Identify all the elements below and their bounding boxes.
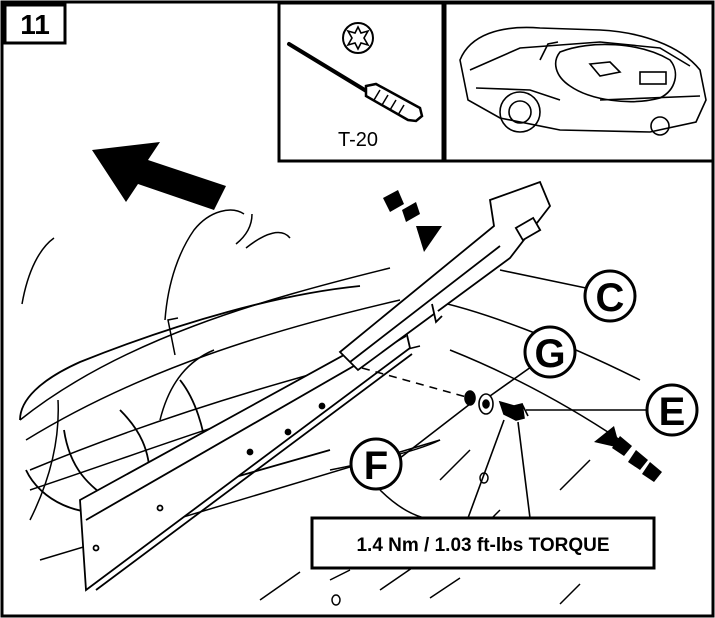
direction-arrow-icon <box>92 142 226 210</box>
svg-text:C: C <box>596 276 625 320</box>
callout-g: G <box>523 325 577 379</box>
svg-text:G: G <box>534 332 565 376</box>
dashed-arrow-icon-2 <box>594 426 662 482</box>
svg-text:F: F <box>364 444 388 488</box>
callout-leaders <box>399 269 648 519</box>
svg-text:E: E <box>659 390 686 434</box>
torque-label: 1.4 Nm / 1.03 ft-lbs TORQUE <box>356 535 609 556</box>
callout-e: E <box>645 383 699 437</box>
callout-f: F <box>349 437 403 491</box>
screw-e <box>498 400 525 421</box>
torque-label-box: 1.4 Nm / 1.03 ft-lbs TORQUE <box>310 516 656 570</box>
tool-box: T-20 <box>277 1 445 163</box>
nut-f <box>464 390 476 406</box>
callout-c: C <box>583 269 637 323</box>
step-number-box: 11 <box>3 3 67 45</box>
bracket-c <box>338 180 552 372</box>
torx-bit-icon <box>342 22 374 54</box>
convertible-car-illustration <box>459 26 707 136</box>
dashed-arrow-icon <box>383 190 442 252</box>
alignment-dashed-line <box>361 367 471 399</box>
tool-label: T-20 <box>338 129 378 151</box>
step-number: 11 <box>20 9 50 40</box>
vehicle-locator-box <box>443 1 715 163</box>
screwdriver-icon <box>287 42 424 123</box>
